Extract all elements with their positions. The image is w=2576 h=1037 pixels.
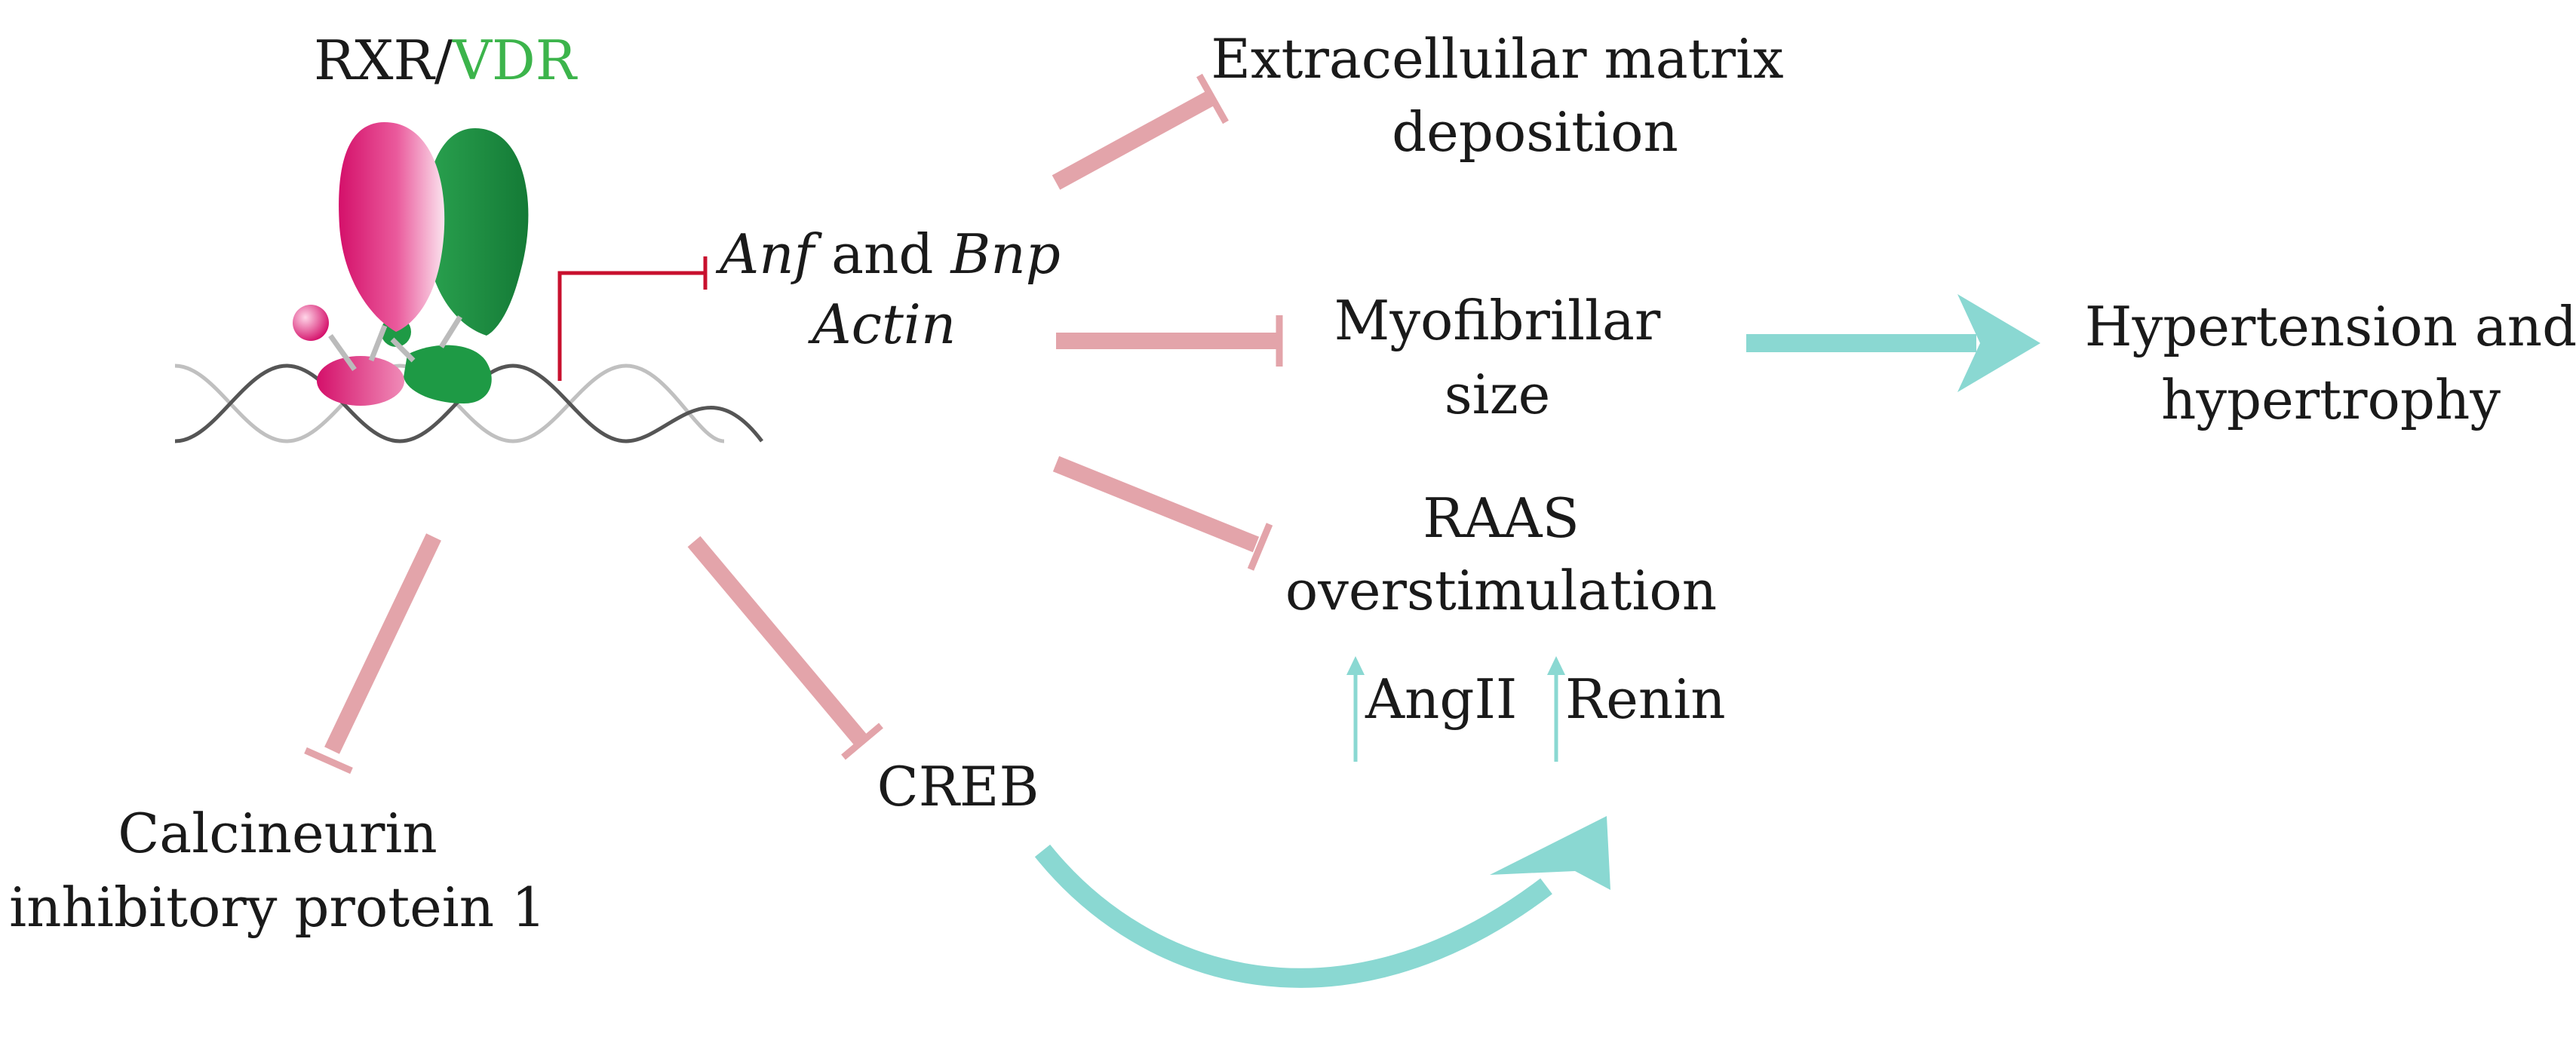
angii-label: AngII: [1365, 667, 1517, 731]
raas-label-line2: overstimulation: [1285, 559, 1717, 622]
renin-label: Renin: [1565, 667, 1726, 731]
inhibit-calcineurin-arrow: [304, 533, 441, 775]
bnp-gene-label: Bnp: [949, 222, 1060, 286]
creb-to-raas-curved-arrow: [1034, 816, 1610, 988]
anf-bnp-genes-label: Anf and Bnp: [715, 222, 1061, 286]
calcineurin-label-line2: inhibitory protein 1: [9, 876, 546, 939]
inhibit-raas-arrow: [1052, 456, 1273, 571]
myofibrillar-size-label-line1: Myofibrillar: [1334, 289, 1661, 352]
slash-separator: /: [434, 29, 453, 92]
hypertension-label-line1: Hypertension and: [2085, 295, 2576, 358]
activate-outcome-arrow: [1746, 294, 2040, 392]
rxr-label: RXR: [314, 29, 435, 92]
ecm-deposition-label-line2: deposition: [1392, 100, 1678, 164]
inhibit-ecm-arrow: [1052, 73, 1229, 190]
angii-up-arrow-icon: [1346, 656, 1365, 762]
receptor-complex-label: RXR/VDR: [314, 29, 578, 92]
myofibrillar-size-label-line2: size: [1445, 363, 1551, 426]
vdr-label: VDR: [452, 29, 578, 92]
inhibit-myofibrillar-arrow: [1056, 315, 1283, 367]
renin-up-arrow-icon: [1547, 656, 1565, 762]
inhibit-creb-arrow: [687, 535, 883, 760]
gene-repression-arrow: [557, 256, 708, 381]
hypertension-label-line2: hypertrophy: [2161, 368, 2501, 431]
rxr-receptor-icon: [293, 122, 445, 406]
actin-gene-label: Actin: [808, 293, 956, 356]
vdr-receptor-icon: [381, 128, 529, 403]
ecm-deposition-label-line1: Extracelluilar matrix: [1211, 27, 1783, 91]
anf-gene-label: Anf: [715, 222, 822, 286]
raas-label-line1: RAAS: [1423, 486, 1580, 550]
and-connector: and: [814, 222, 950, 286]
creb-label: CREB: [877, 755, 1039, 818]
calcineurin-label-line1: Calcineurin: [118, 802, 438, 865]
